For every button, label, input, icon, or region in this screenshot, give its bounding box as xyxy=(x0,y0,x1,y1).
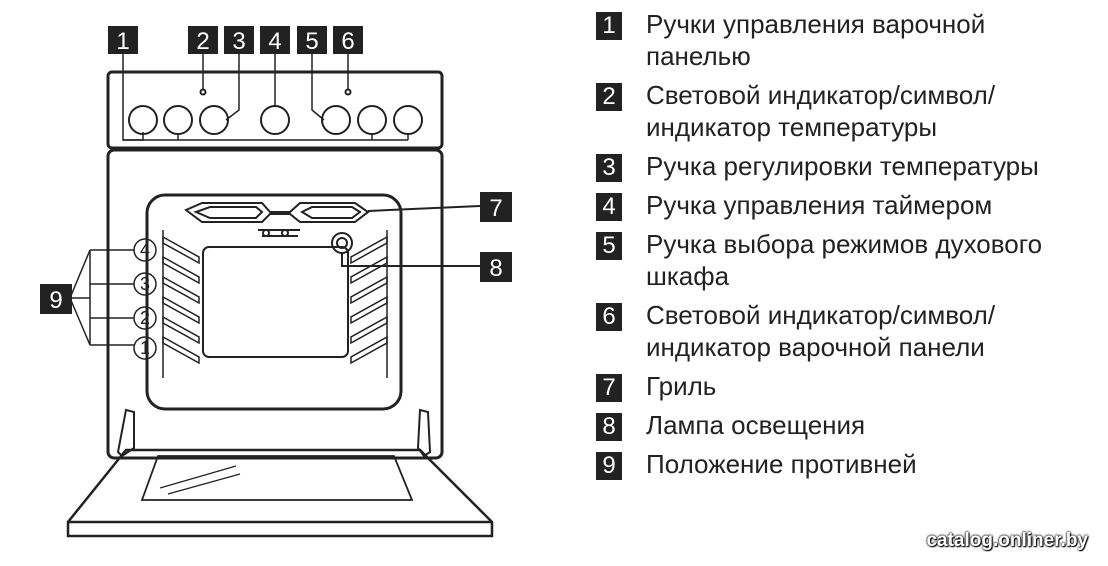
legend-number: 8 xyxy=(596,413,622,441)
legend-item: 6 Световой индикатор/символ/ индикатор в… xyxy=(596,299,1096,363)
legend-item: 3 Ручка регулировки температуры xyxy=(596,150,1096,182)
legend-item: 4 Ручка управления таймером xyxy=(596,189,1096,221)
legend-text: Ручка управления таймером xyxy=(646,190,993,220)
callout-6: 6 xyxy=(341,28,354,55)
oven-back-panel xyxy=(202,246,349,358)
knob-icon xyxy=(393,105,423,135)
shelf-label: 1 xyxy=(140,338,150,358)
legend-item: 1 Ручки управления варочной панелью xyxy=(596,8,1096,72)
door-glass xyxy=(140,455,414,501)
shelf-marker xyxy=(133,272,157,296)
legend-number: 3 xyxy=(596,154,622,182)
legend-text: Лампа освещения xyxy=(646,410,866,440)
legend-text: Световой индикатор/символ/ индикатор вар… xyxy=(646,300,996,362)
legend-number: 7 xyxy=(596,374,622,402)
shelf-marker xyxy=(133,238,157,262)
shelf-marker xyxy=(133,336,157,360)
callout-5: 5 xyxy=(305,28,318,55)
legend-item: 5 Ручка выбора режимов духового шкафа xyxy=(596,228,1096,292)
callout-9: 9 xyxy=(49,287,62,314)
oven-door xyxy=(66,408,494,538)
legend: 1 Ручки управления варочной панелью 2 Св… xyxy=(596,8,1096,487)
shelf-marker xyxy=(133,306,157,330)
oven-diagram: 4 3 2 1 1 2 3 4 5 6 7 8 9 xyxy=(40,26,512,538)
right-runners xyxy=(350,230,388,378)
knob-icon xyxy=(163,105,193,135)
legend-item: 9 Положение противней xyxy=(596,448,1096,480)
left-runners xyxy=(162,230,200,378)
hob-indicator-icon xyxy=(344,88,352,96)
callout-1: 1 xyxy=(116,28,129,55)
legend-text: Ручки управления варочной панелью xyxy=(646,9,986,71)
callout-7: 7 xyxy=(489,195,502,222)
callout-8: 8 xyxy=(489,255,502,282)
left-hinge-icon xyxy=(116,408,135,458)
legend-item: 8 Лампа освещения xyxy=(596,409,1096,441)
callout-2: 2 xyxy=(196,28,209,55)
temperature-indicator-icon xyxy=(199,88,207,96)
oven-cavity xyxy=(145,193,403,411)
legend-text: Положение противней xyxy=(646,449,917,479)
shelf-label: 2 xyxy=(140,308,150,328)
right-hinge-icon xyxy=(416,408,432,458)
knob-icon xyxy=(357,105,387,135)
legend-text: Ручка регулировки температуры xyxy=(646,151,1039,181)
knob-icon xyxy=(128,105,158,135)
watermark: catalog.onliner.by xyxy=(926,530,1088,551)
mode-knob-icon xyxy=(321,105,351,135)
legend-number: 9 xyxy=(596,452,622,480)
legend-text: Световой индикатор/символ/ индикатор тем… xyxy=(646,80,996,142)
legend-item: 7 Гриль xyxy=(596,370,1096,402)
callout-3: 3 xyxy=(232,28,245,55)
legend-text: Ручка выбора режимов духового шкафа xyxy=(646,229,1043,291)
legend-number: 4 xyxy=(596,193,622,221)
legend-number: 5 xyxy=(596,232,622,260)
legend-text: Гриль xyxy=(646,371,717,401)
legend-number: 6 xyxy=(596,303,622,331)
legend-number: 2 xyxy=(596,83,622,111)
grill-icon xyxy=(184,202,481,237)
legend-number: 1 xyxy=(596,12,622,40)
temperature-knob-icon xyxy=(199,105,229,135)
shelf-label: 3 xyxy=(140,274,150,294)
callout-4: 4 xyxy=(268,28,281,55)
legend-item: 2 Световой индикатор/символ/ индикатор т… xyxy=(596,79,1096,143)
oven-body xyxy=(106,148,444,460)
shelf-label: 4 xyxy=(140,240,150,260)
timer-knob-icon xyxy=(260,105,290,135)
